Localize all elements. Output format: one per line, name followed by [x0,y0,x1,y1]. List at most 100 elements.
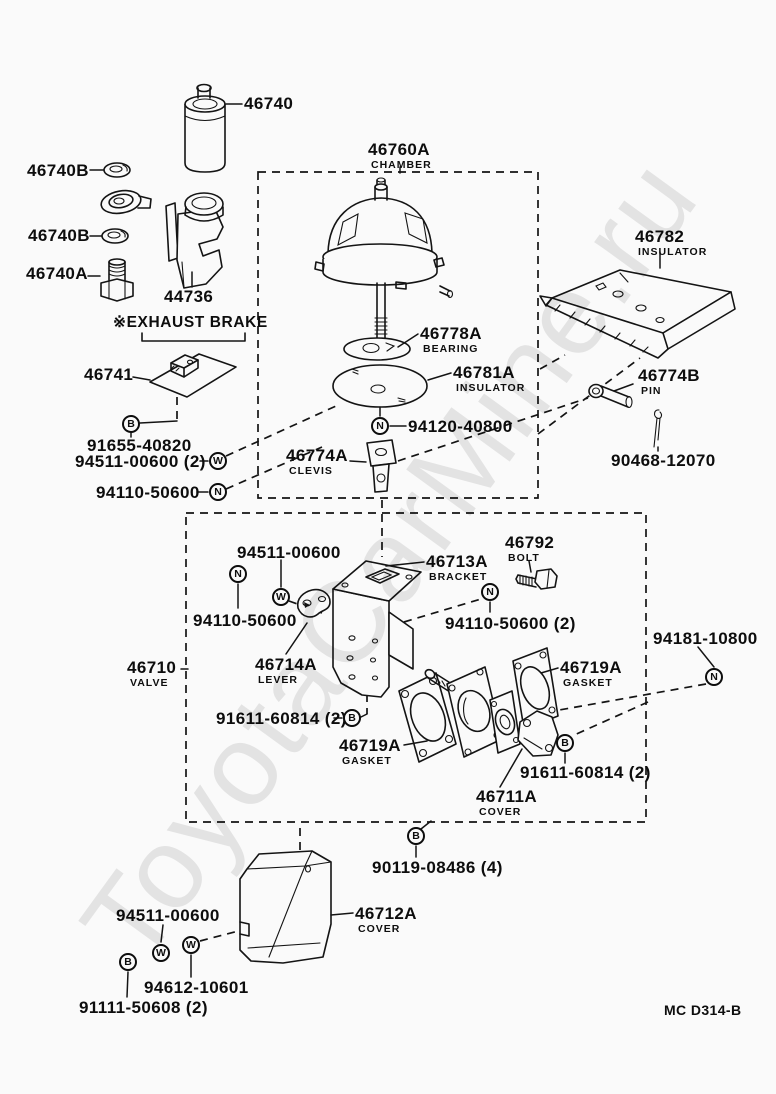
part-number: 46740B [27,161,89,180]
chamber-assembly-box [257,171,539,499]
part-number: 46781A [453,363,515,382]
part-label-46712A: 46712A COVER [355,905,417,935]
part-number: 46740B [28,226,90,245]
part-label-46714A: 46714A LEVER [255,656,317,686]
lever-46714A [296,588,331,618]
part-number: 94120-40800 [408,417,513,436]
part-number: 46782 [635,227,685,246]
part-number: 94511-00600 (2) [75,452,206,471]
part-label-94511-00600-b: 94511-00600 [237,544,341,561]
part-number: 46719A [339,736,401,755]
part-number: 46774B [638,366,700,385]
part-label-91111-50608-2: 91111-50608 (2) [79,999,208,1016]
part-label-46741: 46741 [84,366,133,383]
part-number: 94110-50600 [193,611,297,630]
part-label-46740: 46740 [244,95,293,112]
part-number: 91111-50608 (2) [79,998,208,1017]
gasket-46719A-left [398,672,457,763]
part-label-46792: 46792 BOLT [505,534,554,564]
part-number: 46710 [127,658,177,677]
part-name: COVER [358,923,401,935]
part-number: 46713A [426,552,488,571]
chamber-46760A [314,177,454,344]
part-label-46774A: 46774A CLEVIS [286,447,348,477]
part-name: CHAMBER [371,159,432,171]
part-label-91655-40820: 91655-40820 [87,437,192,454]
part-label-94511-00600-2: 94511-00600 (2) [75,453,206,470]
part-name: GASKET [342,755,392,767]
part-name: INSULATOR [456,382,526,394]
nut-symbol: N [481,583,499,601]
part-label-46719A-right: 46719A GASKET [560,659,622,689]
part-label-46710: 46710 VALVE [127,659,176,689]
part-number: 94612-10601 [144,978,249,997]
diagram-code: MC D314-B [664,1002,742,1018]
bolt-46740A [100,258,134,302]
part-number: 46741 [84,365,134,384]
nut-symbol: N [209,483,227,501]
valve-body [424,666,521,758]
part-number: 94181-10800 [653,629,758,648]
vacuum-tank-46740 [100,65,226,215]
section-heading: ※EXHAUST BRAKE [113,314,268,331]
nut-symbol: N [371,417,389,435]
part-number: 46714A [255,655,317,674]
washer-symbol: W [272,588,290,606]
part-number: 46774A [286,446,348,465]
part-label-91611-60814-2a: 91611-60814 (2) [216,710,347,727]
part-label-44736: 44736 [164,288,213,305]
part-name: VALVE [130,677,169,689]
part-label-94612-10601: 94612-10601 [144,979,249,996]
part-name: COVER [479,806,522,818]
bearing-46778A [343,337,411,361]
dashed-connectors [176,354,707,942]
cover-46712A [239,850,332,964]
bolt-symbol: B [122,415,140,433]
washer-symbol: W [209,452,227,470]
bolt-46792 [515,568,558,590]
bolt-symbol: B [119,953,137,971]
part-number: 91611-60814 (2) [216,709,347,728]
part-label-91611-60814-2b: 91611-60814 (2) [520,764,651,781]
part-number: 94511-00600 [237,543,341,562]
clevis-46774A [366,439,397,493]
part-label-46782: 46782 INSULATOR [635,228,707,258]
part-label-46760A: 46760A CHAMBER [368,141,432,171]
part-label-46711A: 46711A COVER [476,788,537,818]
part-number: 94511-00600 [116,906,220,925]
washer-46740B-1 [103,162,131,178]
part-name: LEVER [258,674,299,686]
bolt-symbol: B [407,827,425,845]
part-label-94110-50600-b: 94110-50600 [193,612,297,629]
nut-symbol: N [705,668,723,686]
valve-assembly-box [185,512,647,823]
pin-46774B [588,383,633,409]
part-label-90119-08486-4: 90119-08486 (4) [372,859,503,876]
part-label-94181-10800: 94181-10800 [653,630,758,647]
part-name: PIN [641,385,662,397]
cotter-pin-90468 [653,409,662,448]
washer-symbol: W [152,944,170,962]
insulator-disc-46781A [332,364,428,408]
part-number: 46740 [244,94,294,113]
bolt-symbol: B [556,734,574,752]
part-label-46778A: 46778A BEARING [420,325,482,355]
part-label-46740B-1: 46740B [27,162,89,179]
part-number: 44736 [164,287,214,306]
gasket-46719A-right [512,647,559,730]
bolt-symbol: B [343,709,361,727]
part-label-94511-00600-c: 94511-00600 [116,907,220,924]
cover-46711A [517,710,559,757]
washer-symbol: W [182,936,200,954]
part-number: 46712A [355,904,417,923]
part-label-46740B-2: 46740B [28,227,90,244]
insulator-tray-46782 [539,269,736,359]
part-number: 46778A [420,324,482,343]
leader-lines [87,103,715,998]
part-number: 94110-50600 (2) [445,614,576,633]
part-label-46713A: 46713A BRACKET [426,553,488,583]
part-number: 90468-12070 [611,451,716,470]
part-label-90468-12070: 90468-12070 [611,452,716,469]
